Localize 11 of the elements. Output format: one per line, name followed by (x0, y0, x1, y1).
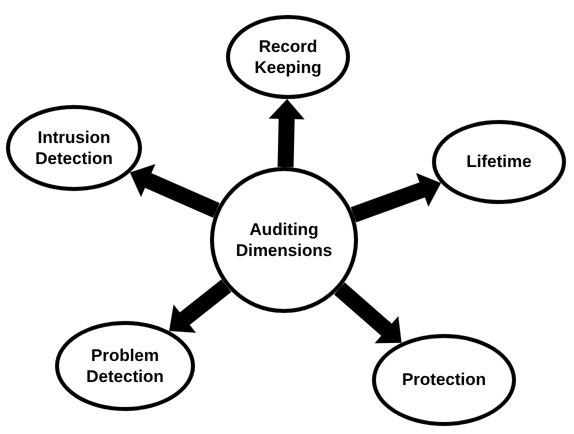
node-label: Protection (402, 369, 486, 391)
node-label: Lifetime (466, 151, 532, 173)
node-label: Intrusion Detection (34, 126, 114, 170)
node-label: Record Keeping (253, 36, 323, 78)
node-label: Problem Detection (85, 344, 165, 388)
block-arrow (334, 282, 402, 344)
node-label: Auditing Dimensions (234, 218, 334, 262)
block-arrow (350, 172, 441, 222)
block-arrow (268, 99, 305, 168)
block-arrow (130, 164, 220, 218)
block-arrow (169, 279, 232, 333)
